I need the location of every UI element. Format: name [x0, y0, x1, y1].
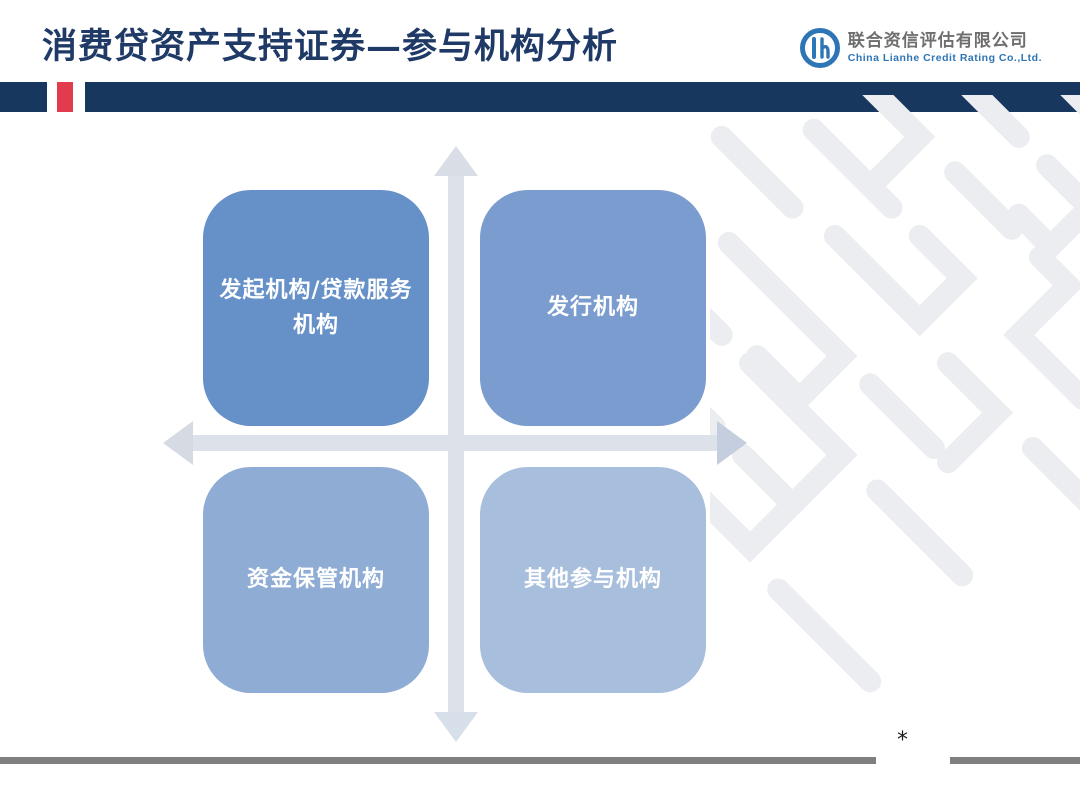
header-bar-gap	[73, 82, 85, 112]
header-accent-red-square	[57, 82, 73, 112]
header-bar-left-segment	[0, 82, 47, 112]
page-title: 消费贷资产支持证券—参与机构分析	[42, 26, 619, 67]
footnote-asterisk: *	[897, 728, 908, 753]
header-bar-main-segment	[85, 82, 1080, 112]
footer-divider-left	[0, 757, 876, 764]
quadrant-issuer: 发行机构	[480, 190, 706, 426]
horizontal-axis-arrow-shaft	[191, 435, 719, 451]
arrowhead-left-icon	[163, 421, 193, 465]
quadrant-fund-custodian: 资金保管机构	[203, 467, 429, 693]
logo-company-name-en: China Lianhe Credit Rating Co.,Ltd.	[847, 51, 1042, 64]
header-bar	[0, 82, 1080, 112]
arrowhead-down-icon	[434, 712, 478, 742]
arrowhead-up-icon	[434, 146, 478, 176]
quadrant-label: 资金保管机构	[246, 566, 385, 593]
quadrant-label: 发起机构/贷款服务机构	[219, 276, 413, 338]
quadrant-originator-loan-servicer: 发起机构/贷款服务机构	[203, 190, 429, 426]
footer-divider-right	[950, 757, 1080, 764]
quadrant-label: 发行机构	[546, 294, 639, 321]
logo-company-name-cn: 联合资信评估有限公司	[847, 31, 1028, 52]
seal-watermark	[710, 95, 1080, 693]
quadrant-other-participants: 其他参与机构	[480, 467, 706, 693]
arrowhead-right-icon	[717, 421, 747, 465]
logo-text: 联合资信评估有限公司 China Lianhe Credit Rating Co…	[848, 32, 1042, 64]
lianhe-circle-lh-icon	[799, 28, 840, 68]
company-logo: 联合资信评估有限公司 China Lianhe Credit Rating Co…	[799, 28, 1042, 68]
quadrant-label: 其他参与机构	[523, 566, 662, 593]
header-bar-gap	[47, 82, 57, 112]
